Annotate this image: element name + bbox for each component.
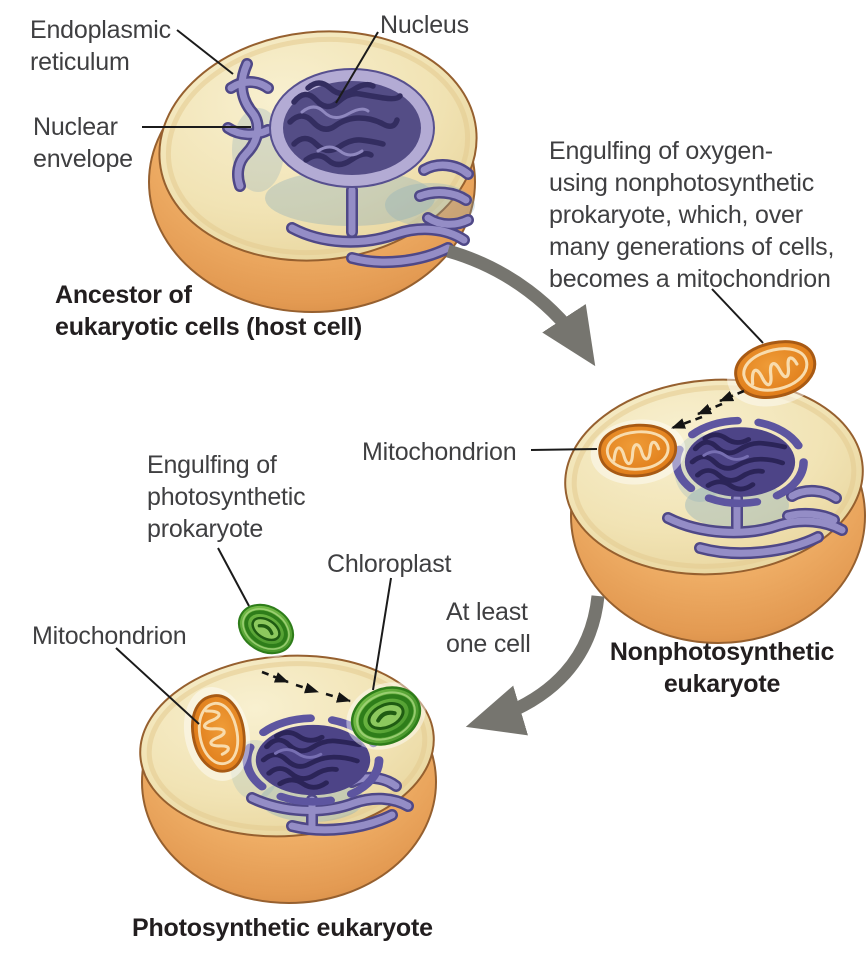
flow-arrow-2 xyxy=(465,595,605,736)
nucleus xyxy=(269,68,435,188)
pointer-mitochondrion-bottom xyxy=(115,647,200,725)
endoplasmic-reticulum xyxy=(662,485,848,560)
mitochondrion-mid-label: Mitochondrion xyxy=(362,438,517,466)
ancestor-cell xyxy=(148,30,478,313)
engulfing-mitochondrion-note: Engulfing of oxygen- using nonphotosynth… xyxy=(549,137,835,293)
photosynthetic-cell xyxy=(139,587,440,904)
nucleus-label: Nucleus xyxy=(380,11,469,39)
chloroplast-label: Chloroplast xyxy=(327,550,452,578)
nuclear-envelope-label: Nuclear envelope xyxy=(33,113,133,173)
pointer-endoplasmic-reticulum xyxy=(176,29,234,75)
pointer-engulfed-mitochondrion xyxy=(711,288,764,344)
endoplasmic-reticulum xyxy=(222,58,474,269)
nonphotosynthetic-cell xyxy=(564,322,866,644)
at-least-one-cell-label: At least one cell xyxy=(446,598,531,658)
pointer-nucleus xyxy=(335,31,379,104)
engulfing-arrows-bottom xyxy=(261,670,351,703)
engulfing-arrows-mid xyxy=(671,389,745,430)
pointer-chloroplast xyxy=(372,577,392,691)
endoplasmic-reticulum-label: Endoplasmic reticulum xyxy=(30,16,171,76)
ancestor-cell-caption: Ancestor of eukaryotic cells (host cell) xyxy=(55,281,363,341)
flow-arrow-1 xyxy=(446,244,596,367)
mitochondrion-bottom-label: Mitochondrion xyxy=(32,622,187,650)
nonphotosynthetic-caption: Nonphotosynthetic eukaryote xyxy=(609,638,835,698)
pointer-mitochondrion-mid xyxy=(530,448,598,451)
photosynthetic-caption: Photosynthetic eukaryote xyxy=(132,914,433,942)
engulfing-chloroplast-note: Engulfing of photosynthetic prokaryote xyxy=(147,451,306,543)
pointer-lines xyxy=(115,29,764,725)
pointer-photosynthetic-prokaryote xyxy=(217,547,250,607)
